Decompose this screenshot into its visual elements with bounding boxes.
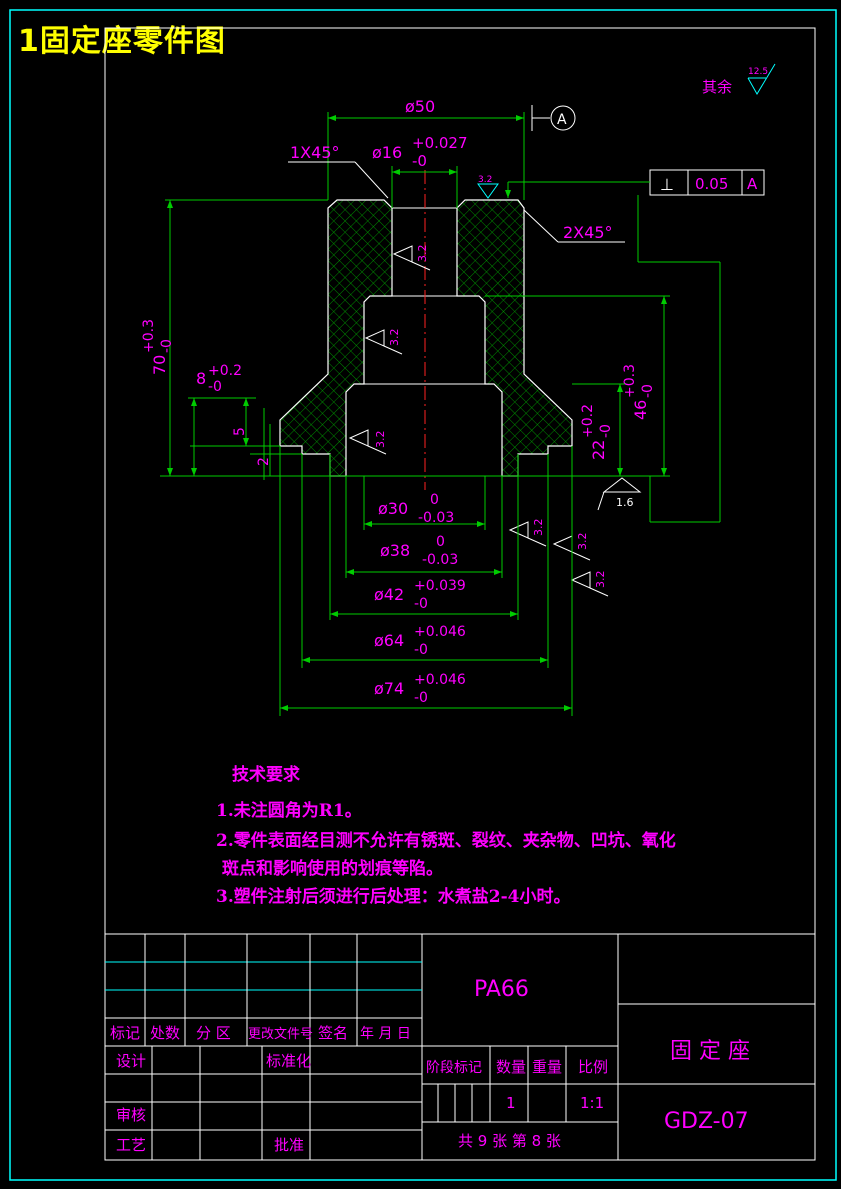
dim-h70-up: +0.3 [141, 319, 157, 353]
dim-h8-lo: -0 [208, 379, 222, 395]
dim-d30: ø30 [378, 499, 408, 518]
datum-label: A [557, 112, 567, 128]
dim-dia16-lo: -0 [412, 152, 427, 170]
dim-h46-up: +0.3 [622, 364, 638, 398]
dim-d74-lo: -0 [414, 690, 428, 706]
svg-text:3.2: 3.2 [594, 571, 607, 589]
dim-d64-lo: -0 [414, 642, 428, 658]
chamfer-side: 2X45° [563, 223, 613, 242]
roughness-bottom: 1.6 [597, 477, 642, 511]
tb-header-zone: 分 区 [196, 1024, 231, 1042]
svg-text:3.2: 3.2 [374, 431, 387, 449]
dim-d42-up: +0.039 [414, 578, 466, 594]
tb-header-sign: 签名 [318, 1024, 348, 1042]
outer-frame [9, 9, 837, 1181]
roughness-top: 3.2 [477, 175, 499, 199]
perpendicular-symbol: ⊥ [660, 175, 674, 194]
svg-text:其余: 其余 [702, 78, 732, 96]
dim-d30-up: 0 [430, 492, 439, 508]
svg-text:1.6: 1.6 [616, 496, 634, 509]
dim-h22: 22 [589, 440, 608, 460]
svg-text:3.2: 3.2 [576, 533, 589, 551]
dim-d42: ø42 [374, 585, 404, 604]
tb-drawing-no: GDZ-07 [664, 1109, 749, 1134]
dim-h22-lo: -0 [598, 424, 614, 438]
tech-heading: 技术要求 [232, 765, 300, 785]
dim-h8: 8 [196, 369, 206, 388]
tb-part-name: 固 定 座 [670, 1039, 750, 1064]
roughness-ext1: 3.2 [508, 519, 547, 547]
title-block [105, 933, 815, 1160]
dim-h46-lo: -0 [640, 384, 656, 398]
dim-h2: 2 [256, 457, 272, 466]
roughness-bore2: 3.2 [364, 329, 403, 355]
roughness-bore1: 3.2 [392, 245, 431, 271]
dim-dia16: ø16 [372, 143, 402, 162]
dim-d74-up: +0.046 [414, 672, 466, 688]
dim-d38-up: 0 [436, 534, 445, 550]
tech-item-3: 3.塑件注射后须进行后处理：水煮盐2-4小时。 [216, 887, 571, 907]
tb-header-mark: 标记 [110, 1024, 140, 1042]
dim-d38-lo: -0.03 [422, 552, 458, 568]
roughness-bore3: 3.2 [348, 429, 387, 455]
dim-h70-lo: -0 [159, 339, 175, 353]
tb-material: PA66 [474, 977, 529, 1002]
tb-design: 设计 [116, 1052, 146, 1070]
tb-stage: 阶段标记 [426, 1060, 482, 1076]
svg-text:12.5: 12.5 [748, 67, 768, 77]
dim-h8-up: +0.2 [208, 363, 242, 379]
svg-text:3.2: 3.2 [532, 519, 545, 537]
dim-h22-up: +0.2 [580, 404, 596, 438]
dim-d64-up: +0.046 [414, 624, 466, 640]
dim-h5: 5 [232, 427, 248, 436]
tb-scale-label: 比例 [578, 1058, 608, 1076]
svg-text:3.2: 3.2 [388, 329, 401, 347]
svg-text:3.2: 3.2 [416, 245, 429, 263]
chamfer-top: 1X45° [290, 143, 340, 162]
tol-datum: A [747, 175, 758, 193]
tb-scale: 1:1 [580, 1094, 604, 1112]
roughness-other: 其余 12.5 [702, 63, 776, 96]
dim-h46: 46 [631, 400, 650, 420]
tb-check: 审核 [116, 1106, 146, 1124]
svg-text:3.2: 3.2 [478, 175, 492, 185]
tb-qty-label: 数量 [496, 1058, 526, 1076]
tb-approve: 批准 [274, 1136, 304, 1154]
page-title: 1固定座零件图 [18, 24, 226, 59]
dim-h70: 70 [150, 355, 169, 375]
tb-header-count: 处数 [150, 1024, 180, 1042]
tb-qty: 1 [506, 1094, 516, 1112]
tb-sheets: 共 9 张 第 8 张 [458, 1132, 561, 1150]
tb-header-date: 年 月 日 [360, 1026, 411, 1042]
dim-d64: ø64 [374, 631, 404, 650]
tb-craft: 工艺 [116, 1136, 146, 1154]
tech-item-2: 2.零件表面经目测不允许有锈斑、裂纹、夹杂物、凹坑、氧化 [216, 831, 676, 851]
tb-standard: 标准化 [266, 1052, 311, 1070]
tb-header-change: 更改文件号 [248, 1027, 313, 1042]
dim-d30-lo: -0.03 [418, 510, 454, 526]
dim-d74: ø74 [374, 679, 404, 698]
inner-frame [104, 27, 816, 1161]
dim-d42-lo: -0 [414, 596, 428, 612]
dim-dia16-up: +0.027 [412, 134, 468, 152]
roughness-ext3: 3.2 [570, 571, 609, 597]
dim-dia50: ø50 [405, 97, 435, 116]
datum-circle [550, 105, 576, 131]
tol-value: 0.05 [695, 175, 728, 193]
tech-item-2b: 斑点和影响使用的划痕等陷。 [222, 859, 443, 879]
tb-weight-label: 重量 [532, 1058, 562, 1076]
part-section-right [456, 199, 573, 477]
tech-item-1: 1.未注圆角为R1。 [216, 801, 362, 821]
dim-d38: ø38 [380, 541, 410, 560]
